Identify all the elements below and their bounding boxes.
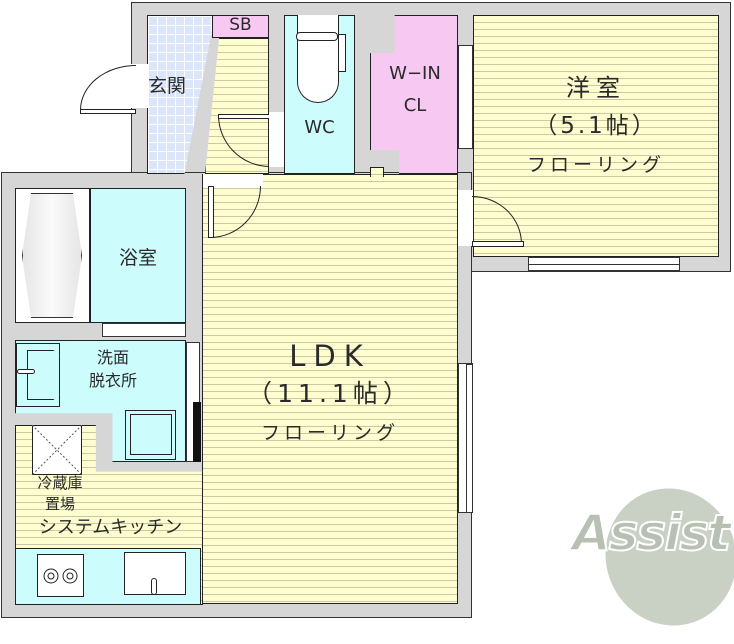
- western-room-name: 洋室: [566, 74, 626, 102]
- burner-icons: [43, 568, 78, 584]
- toilet-side: [338, 34, 346, 72]
- stove: [37, 554, 84, 597]
- ldk-door-leaf: [208, 186, 214, 238]
- western-room-door-opening: [457, 190, 473, 246]
- toilet-label: WC: [304, 117, 335, 138]
- shoe-box-label: SB: [229, 15, 252, 35]
- washroom-door-black: [193, 402, 201, 462]
- fridge-label-2: 置場: [44, 495, 75, 513]
- kitchen-label: システムキッチン: [38, 517, 183, 538]
- toilet-tank: [296, 32, 338, 41]
- ldk-size: （11.1帖）: [247, 379, 413, 408]
- washbasin-bowl: [27, 350, 60, 400]
- western-room: [473, 15, 719, 257]
- western-room-floor: フローリング: [526, 154, 665, 176]
- bathtub-basin: [22, 193, 82, 318]
- western-room-window: [528, 257, 680, 271]
- bathroom-label: 浴室: [118, 247, 157, 269]
- logo-text: Assist: [571, 504, 732, 563]
- wc-door-opening: [269, 112, 285, 167]
- walk-in-closet-label-1: W−IN: [389, 63, 441, 84]
- fridge-cross-icon: [32, 425, 82, 475]
- toilet-icon: [297, 15, 339, 103]
- washroom-label-2: 脱衣所: [88, 371, 137, 390]
- western-room-size: （5.1帖）: [534, 113, 658, 139]
- entrance-door[interactable]: [80, 65, 136, 110]
- ldk-upper-extension: [370, 167, 384, 177]
- western-room-door-leaf: [472, 241, 524, 247]
- fridge-label-1: 冷蔵庫: [37, 474, 83, 492]
- shoe-box: [212, 15, 269, 38]
- sink: [124, 552, 186, 595]
- wc-door-leaf: [218, 114, 270, 119]
- fridge-space: [32, 425, 82, 475]
- washroom-label-1: 洗面: [96, 348, 129, 367]
- bathroom: [90, 188, 186, 323]
- ldk-door-opening: [203, 174, 263, 188]
- ldk-name: LDK: [289, 339, 371, 373]
- ldk-room: [202, 174, 458, 604]
- washing-machine-space: [125, 410, 176, 460]
- closet-door[interactable]: [458, 45, 473, 149]
- washing-machine-pan: [130, 414, 172, 455]
- walk-in-closet-label-2: CL: [403, 95, 427, 116]
- sink-faucet: [151, 578, 157, 595]
- ldk-window: [458, 363, 473, 513]
- ldk-floor: フローリング: [260, 422, 399, 444]
- entrance-door-leaf: [80, 109, 136, 114]
- entrance-label: 玄関: [148, 75, 187, 97]
- bathroom-door[interactable]: [102, 323, 186, 337]
- faucet-icon: [17, 369, 35, 374]
